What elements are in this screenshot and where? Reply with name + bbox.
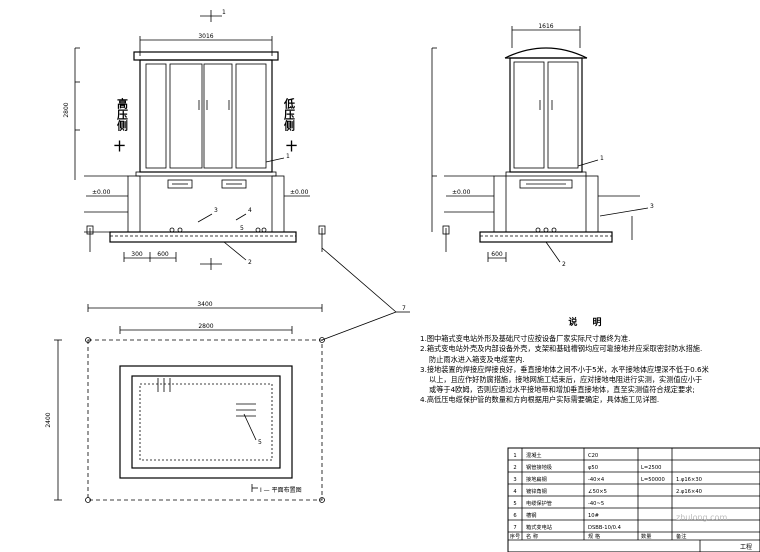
plan-view <box>54 304 325 503</box>
table-cell-no: 6 <box>513 513 516 519</box>
label-low-voltage-side: 低压侧 <box>283 97 297 132</box>
table-title-cell: 工程 <box>740 543 752 551</box>
plan-side-dimension: 2400 <box>45 412 52 427</box>
table-cell-qty: L=50000 <box>641 477 665 483</box>
label-high-voltage-side: 高压侧 <box>116 97 129 132</box>
front-leader-1: 1 <box>286 153 290 160</box>
note-line-5: 以上，且应作好防腐措施，接地网施工结束后，应对接地电阻进行实测，实测值应小于 <box>429 375 703 385</box>
side-leader-2: 2 <box>562 261 566 268</box>
table-header-qty: 数量 <box>641 532 651 540</box>
note-line-7: 4.高低压电缆保护管的数量和方向根据用户实际需要确定，具体施工见详图. <box>420 395 660 405</box>
table-cell-no: 1 <box>513 453 516 459</box>
cross-mark-right: 十 <box>286 139 297 153</box>
cross-mark-left: 十 <box>114 139 125 153</box>
front-leader-5: 5 <box>240 225 244 232</box>
plan-section-label: I — 平面布置图 <box>260 486 302 494</box>
side-level: ±0.00 <box>452 189 471 196</box>
front-elevation-view <box>74 10 326 270</box>
side-top-dimension: 1616 <box>538 23 553 30</box>
table-cell-note: 1.φ16×30 <box>676 477 702 483</box>
front-top-dimension: 3016 <box>198 33 213 40</box>
table-cell-spec: DSBB-10/0.4 <box>588 525 622 531</box>
notes-panel: 说 明 1.图中箱式变电站外形及基础尺寸应按设备厂家实际尺寸最终为准. 2.箱式… <box>420 318 756 406</box>
note-line-4: 3.接地装置的焊接应焊接良好，垂直接地体之间不小于5米，水平接地体应埋深不低于0… <box>420 364 709 374</box>
front-leader-2: 2 <box>248 259 252 266</box>
table-cell-name: 混凝土 <box>526 451 542 459</box>
table-cell-no: 3 <box>513 477 516 483</box>
side-dim-base: 600 <box>491 251 503 258</box>
plan-inner-dimension: 2800 <box>198 323 213 330</box>
table-header-name: 名 称 <box>526 532 538 540</box>
watermark-text: zhulong.com <box>676 513 727 522</box>
table-cell-spec: 10# <box>588 513 599 519</box>
table-header-no: 序号 <box>510 532 520 540</box>
front-leader-3: 3 <box>214 207 218 214</box>
note-line-3: 防止雨水进入箱变及电缆室内. <box>429 354 525 364</box>
note-line-6: 或等于4欧姆，否则应通过水平接地带和增加垂直接地体，直至实测值符合规定要求; <box>429 385 695 395</box>
front-leader-4: 4 <box>248 207 252 214</box>
front-dim-base-left: 300 <box>131 251 143 258</box>
table-cell-name: 箱式变电站 <box>526 523 552 531</box>
table-cell-spec: -40~5 <box>588 501 604 507</box>
table-cell-no: 5 <box>513 501 516 507</box>
side-elevation-view <box>431 26 649 263</box>
table-cell-name: 镀锌角钢 <box>526 487 547 495</box>
note-line-2: 2.箱式变电站外壳及内部设备外壳，支架和基础槽钢均应可靠接地并应采取密封防水措施… <box>420 344 703 354</box>
table-cell-name: 接地扁钢 <box>526 475 547 483</box>
table-cell-name: 槽钢 <box>526 511 536 519</box>
front-dim-base-right: 600 <box>157 251 169 258</box>
table-header-note: 备注 <box>676 532 686 540</box>
side-leader-1: 1 <box>600 155 604 162</box>
front-level-left: ±0.00 <box>92 189 111 196</box>
material-table <box>507 447 760 552</box>
side-leader-3: 3 <box>650 203 654 210</box>
plan-leader-5: 5 <box>258 439 262 446</box>
table-cell-qty: L=2500 <box>641 465 661 471</box>
grounding-callout <box>321 247 410 341</box>
table-cell-spec: C20 <box>588 453 598 459</box>
table-cell-no: 4 <box>513 489 517 495</box>
table-cell-no: 2 <box>513 465 516 471</box>
material-table-text: 1 混凝土 C20 2 钢管接地极 φ50 L=2500 3 接地扁钢 -40×4 L=50000 1… <box>510 451 702 540</box>
table-cell-name: 钢管接地极 <box>526 463 553 471</box>
table-cell-name: 电缆保护管 <box>526 499 552 507</box>
table-header-spec: 规 格 <box>588 532 601 540</box>
note-line-1: 1.图中箱式变电站外形及基础尺寸应按设备厂家实际尺寸最终为准. <box>420 334 631 344</box>
plan-outer-dimension: 3400 <box>197 301 212 308</box>
table-cell-spec: ∠50×5 <box>588 489 607 495</box>
front-section-mark-top: 1 <box>222 9 226 16</box>
notes-title: 说 明 <box>568 318 608 328</box>
table-cell-note: 2.φ16×40 <box>676 489 702 495</box>
table-cell-no: 7 <box>513 525 516 531</box>
front-level-right: ±0.00 <box>290 189 309 196</box>
front-height-dimension: 2800 <box>63 102 70 117</box>
callout-label-7: 7 <box>402 305 406 312</box>
table-cell-spec: φ50 <box>588 465 598 471</box>
table-cell-spec: -40×4 <box>588 477 605 483</box>
